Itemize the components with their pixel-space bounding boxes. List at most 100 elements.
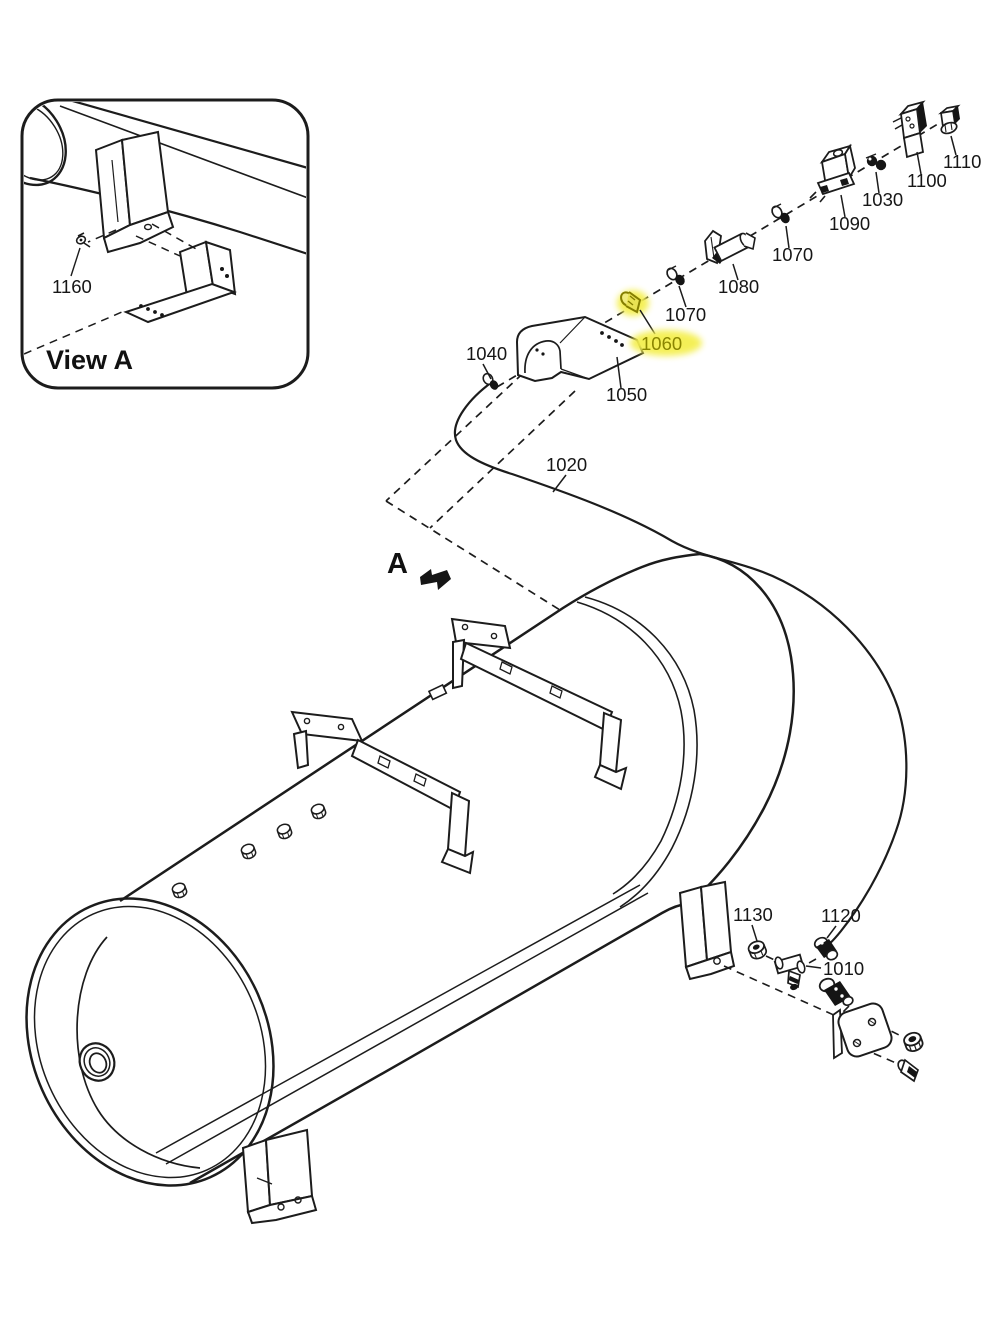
inset-dash-3 — [151, 223, 199, 251]
part-label-1070-b[interactable]: 1070 — [772, 244, 813, 265]
inset-drawing — [24, 102, 306, 355]
tank-front-dome-edge — [76, 936, 201, 1169]
tank-front-rim — [33, 905, 267, 1179]
inset-dash-1 — [87, 229, 117, 243]
tank-rear-cap — [690, 552, 795, 903]
view-direction-marker: A — [387, 548, 451, 590]
drain-mounting-plate — [832, 1002, 893, 1060]
part-label-1050[interactable]: 1050 — [606, 384, 647, 405]
drain-axis-dash-4 — [765, 955, 780, 963]
view-a-inset: 1160 View A — [20, 98, 310, 390]
part-1050 — [515, 315, 645, 383]
part-label-1030[interactable]: 1030 — [862, 189, 903, 210]
drain-axis-dash-6 — [841, 1005, 850, 1014]
leader-1040 — [482, 363, 492, 380]
inset-mating-bracket-base — [123, 282, 237, 324]
part-label-1040[interactable]: 1040 — [466, 343, 507, 364]
drain-bolt — [897, 1058, 920, 1083]
leader-1020 — [552, 474, 567, 493]
leader-1160 — [70, 247, 81, 277]
part-1080 — [704, 229, 756, 265]
inset-bracket-right-face — [120, 130, 170, 227]
shell-nut-1 — [170, 880, 189, 900]
drain-valve-connector — [818, 977, 854, 1007]
part-1110 — [938, 104, 961, 135]
inset-bracket-fold — [111, 159, 119, 223]
part-label-1090[interactable]: 1090 — [829, 213, 870, 234]
tank-bottom-seam-1 — [165, 892, 649, 1165]
leader-lines — [482, 135, 957, 969]
part-label-1020[interactable]: 1020 — [546, 454, 587, 475]
inset-dash-4 — [24, 311, 123, 355]
projection-dash-left — [385, 363, 534, 502]
rear-foot-bracket — [678, 880, 736, 981]
inset-border — [20, 98, 310, 390]
shell-nut-2 — [239, 841, 258, 861]
part-1090 — [809, 143, 856, 203]
leader-1120 — [826, 925, 837, 939]
hose-1020 — [453, 381, 908, 951]
leader-1100 — [916, 151, 922, 175]
view-direction-arrow-icon — [420, 569, 451, 590]
part-label-1070-a[interactable]: 1070 — [665, 304, 706, 325]
part-1070-a — [666, 265, 685, 286]
part-label-1100[interactable]: 1100 — [907, 170, 947, 191]
part-label-1120[interactable]: 1120 — [821, 905, 861, 926]
part-1010 — [773, 953, 806, 991]
part-1040 — [482, 372, 499, 390]
label-1060-glow — [630, 330, 702, 356]
leader-1110 — [950, 135, 957, 156]
tank — [25, 552, 795, 1225]
leader-1130 — [751, 924, 758, 942]
part-label-1130[interactable]: 1130 — [733, 904, 773, 925]
leader-1080 — [732, 263, 739, 281]
tank-port — [78, 1042, 116, 1082]
tank-bottom-edge — [189, 901, 691, 1185]
leader-1050 — [616, 356, 622, 389]
part-label-1160[interactable]: 1160 — [52, 276, 92, 297]
front-foot-bracket — [241, 1128, 318, 1225]
leader-1070a — [678, 285, 687, 308]
part-1070-b — [771, 203, 790, 224]
part-1120 — [813, 936, 839, 961]
projection-dash-to-tank — [385, 500, 561, 611]
drain-axis-dash-1 — [723, 965, 837, 1017]
part-label-1010[interactable]: 1010 — [823, 958, 864, 979]
part-1130 — [747, 940, 768, 960]
parts-chain — [482, 100, 961, 390]
inset-bracket-hole — [143, 223, 153, 231]
tank-rear-ring-inner — [576, 601, 685, 895]
drain-axis-dash-5 — [801, 958, 817, 968]
shell-nut-3 — [275, 821, 294, 841]
inset-title: View A — [46, 345, 133, 375]
tank-bottom-seam-2 — [155, 884, 641, 1154]
drain-socket-nut — [903, 1031, 924, 1052]
part-1030 — [865, 153, 887, 171]
inset-tank-endcap — [24, 102, 67, 187]
shell-nut-4 — [309, 801, 328, 821]
inset-tank-edge-2 — [59, 105, 306, 199]
part-label-1060-selected[interactable]: 1060 — [641, 333, 682, 354]
left-strap-bracket — [290, 710, 475, 875]
inset-tank-endcap-rim — [24, 103, 64, 181]
part-1060-highlighted[interactable] — [617, 290, 649, 316]
leader-1060 — [639, 309, 656, 335]
part-label-1110[interactable]: 1110 — [943, 151, 981, 172]
view-direction-label: A — [387, 548, 408, 580]
leader-1030 — [875, 171, 880, 194]
inset-tank-top-edge — [47, 102, 306, 170]
right-strap-bracket — [450, 617, 628, 791]
part-label-1080[interactable]: 1080 — [718, 276, 759, 297]
leader-1090 — [840, 194, 846, 218]
leader-1070b — [785, 225, 790, 249]
tank-rear-ring-outer — [584, 596, 698, 908]
tank-top-edge — [119, 552, 701, 903]
drain-fitting-group — [723, 936, 924, 1083]
inset-dash-2 — [135, 235, 181, 257]
projection-dash-right — [429, 390, 576, 529]
inset-bracket-flange — [102, 210, 175, 254]
inset-screw-1160 — [75, 232, 91, 248]
part-1100 — [892, 100, 927, 159]
